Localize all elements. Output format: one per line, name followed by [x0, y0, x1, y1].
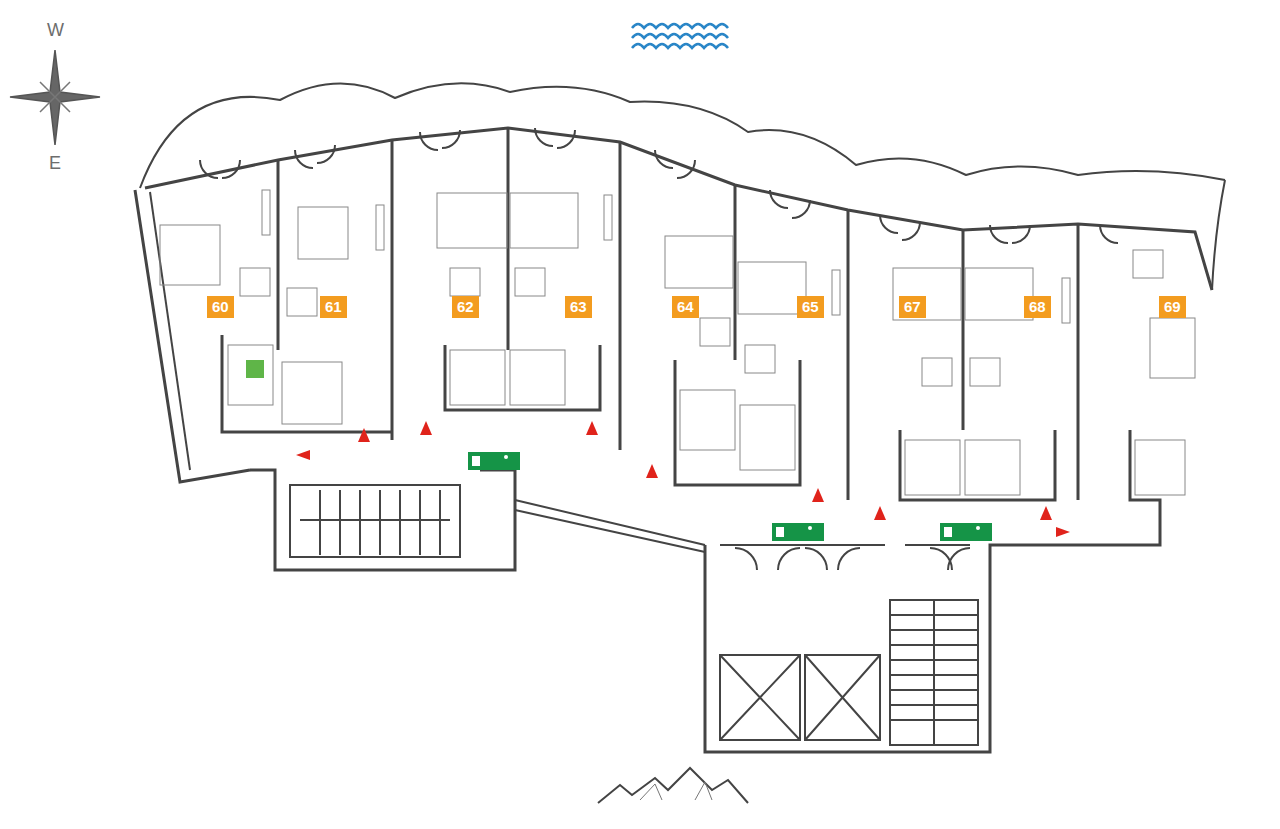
- room-number-tag: 60: [207, 296, 234, 318]
- compass-letter: E: [49, 153, 61, 173]
- room-number: 62: [457, 298, 474, 315]
- room-number-tag: 69: [1159, 296, 1186, 318]
- room-number: 63: [570, 298, 587, 315]
- room-number: 61: [325, 298, 342, 315]
- room-number-tag: 64: [672, 296, 699, 318]
- room-number: 64: [677, 298, 694, 315]
- room-number: 65: [802, 298, 819, 315]
- room-number-tag: 65: [797, 296, 824, 318]
- room-number-tag: 68: [1024, 296, 1051, 318]
- room-number: 69: [1164, 298, 1181, 315]
- room-number-tag: 67: [899, 296, 926, 318]
- compass-letter: W: [47, 20, 64, 40]
- room-number-tag: 61: [320, 296, 347, 318]
- room-number: 67: [904, 298, 921, 315]
- room-number-tag: 62: [452, 296, 479, 318]
- room-number-tag: 63: [565, 296, 592, 318]
- room-number: 68: [1029, 298, 1046, 315]
- room-number: 60: [212, 298, 229, 315]
